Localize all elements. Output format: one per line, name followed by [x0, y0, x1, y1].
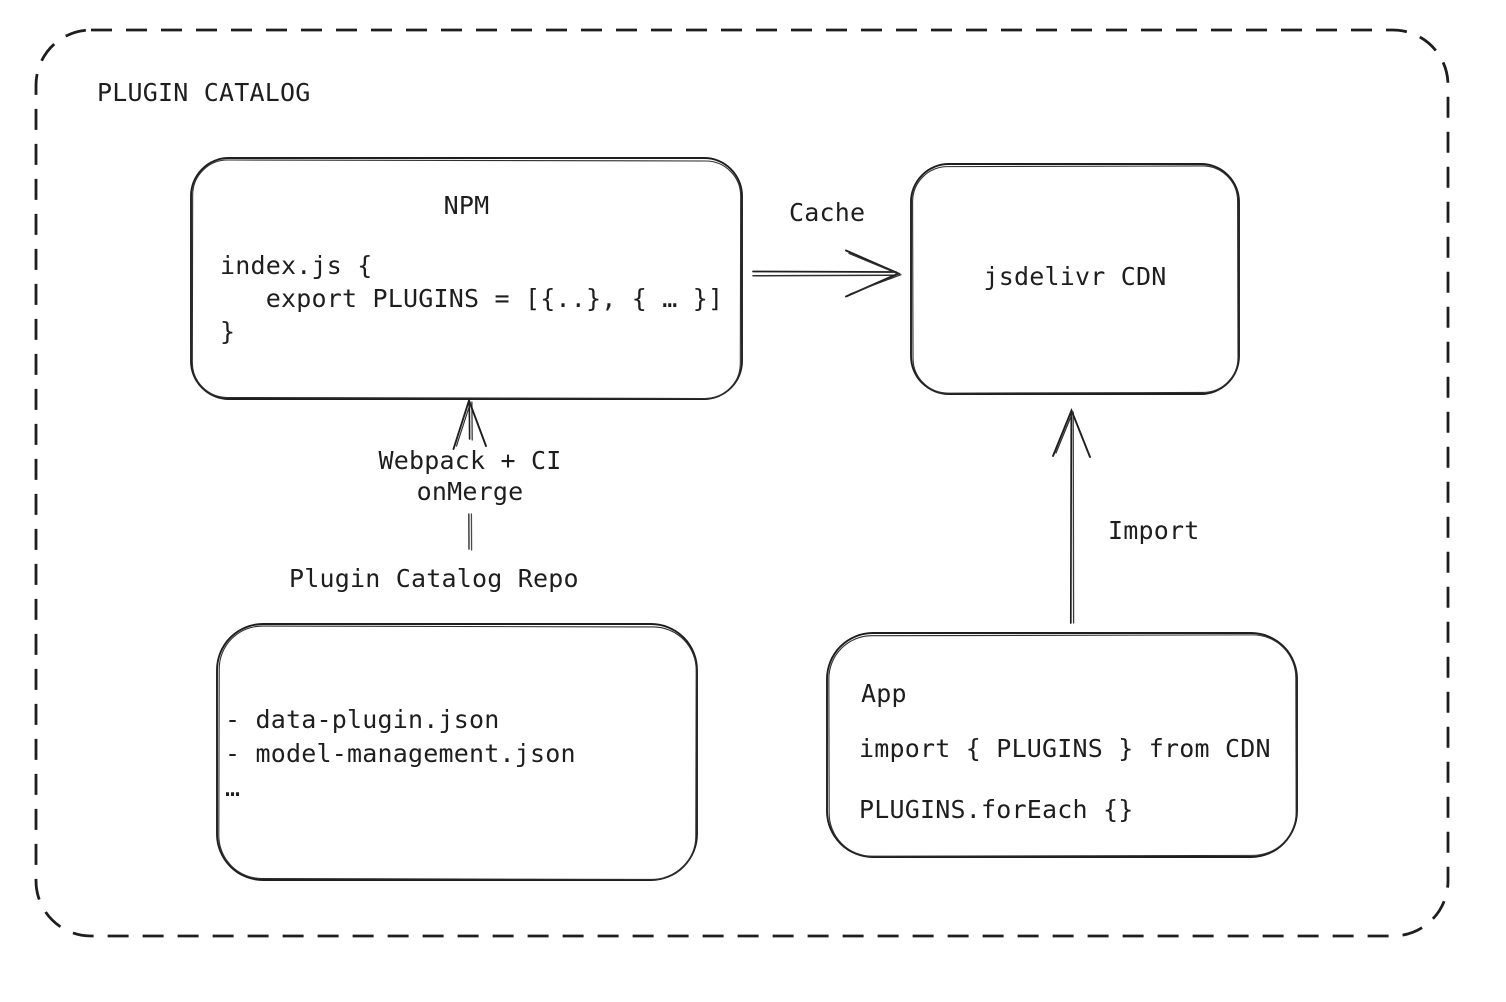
cache-arrow-label: Cache [789, 198, 866, 227]
app-node-import-line: import { PLUGINS } from CDN [859, 734, 1271, 763]
cdn-node-shape [910, 163, 1240, 395]
cache-arrow [752, 249, 903, 298]
repo-node-shape [216, 623, 698, 881]
repo-node-title: Plugin Catalog Repo [289, 564, 579, 593]
npm-node-code: index.js { export PLUGINS = [{..}, { … }… [220, 251, 724, 346]
npm-node-shape [190, 157, 743, 400]
app-node-foreach-line: PLUGINS.forEach {} [859, 795, 1134, 824]
build-arrow-label: Webpack + CI onMerge [378, 446, 562, 506]
import-arrow-label: Import [1108, 516, 1200, 545]
diagram-title: PLUGIN CATALOG [97, 78, 311, 107]
app-node-title: App [861, 679, 907, 708]
import-arrow [1052, 407, 1091, 624]
catalog-boundary-shape [34, 28, 1450, 938]
build-arrow [452, 397, 487, 551]
cdn-node-title: jsdelivr CDN [983, 262, 1167, 291]
npm-node-title: NPM [443, 191, 490, 220]
app-node-shape [826, 632, 1298, 858]
repo-node-files: - data-plugin.json - model-management.js… [225, 705, 576, 802]
